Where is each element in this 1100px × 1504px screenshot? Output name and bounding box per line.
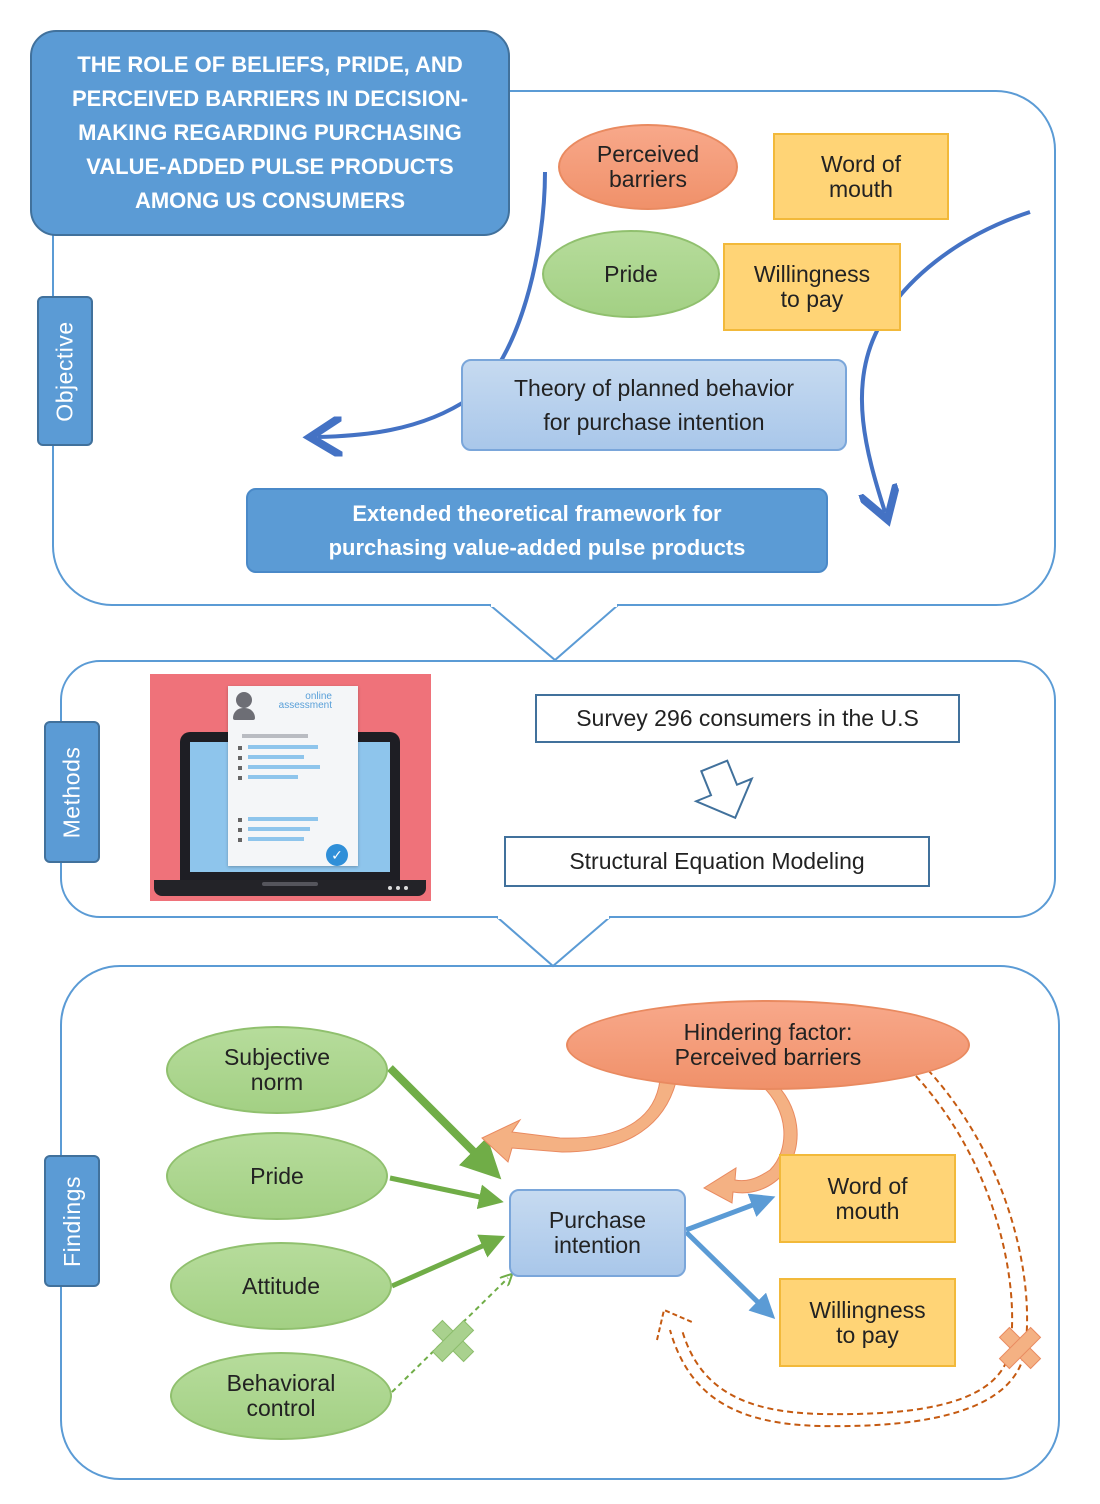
willingness-to-pay-box: Willingness to pay [723,243,901,331]
pride-label-findings: Pride [250,1162,304,1189]
dashed-feedback-inner [681,1075,1014,1416]
methods-tab: Methods [44,721,100,863]
green-x-icon [431,1319,475,1363]
extended-framework-box: Extended theoretical framework for purch… [246,488,828,573]
arrow-subjective-norm [387,1065,502,1180]
methods-tab-label: Methods [58,746,85,838]
document-icon: online assessment ✓ [228,686,358,866]
findings-tab-label: Findings [58,1175,85,1267]
extended-framework-label: Extended theoretical framework for purch… [328,500,746,560]
purchase-intention-box: Purchase intention [509,1189,686,1277]
behavioral-control-oval: Behavioral control [170,1352,392,1440]
willingness-to-pay-box-findings: Willingness to pay [779,1278,956,1367]
arrow-attitude [390,1234,506,1289]
purchase-intention-label: Purchase intention [548,1207,647,1258]
pride-oval: Pride [542,230,720,318]
findings-tab: Findings [44,1155,100,1287]
objective-tab: Objective [37,296,93,446]
title-text: THE ROLE OF BELIEFS, PRIDE, AND PERCEIVE… [71,52,469,213]
subjective-norm-label: Subjective norm [223,1044,331,1095]
title-banner: THE ROLE OF BELIEFS, PRIDE, AND PERCEIVE… [30,30,510,236]
behavioral-control-label: Behavioral control [226,1370,336,1421]
checkmark-icon: ✓ [326,844,348,866]
willingness-to-pay-label-findings: Willingness to pay [809,1296,926,1348]
perceived-barriers-label: Perceived barriers [596,141,700,192]
arrow-pride [389,1175,504,1210]
tpb-box: Theory of planned behavior for purchase … [461,359,847,451]
orange-arrow-left [481,1079,677,1163]
down-arrow-icon [693,759,754,820]
online-assessment-text: online assessment [278,691,332,711]
connector-methods-findings [496,916,611,968]
dashed-arrowhead [656,1308,693,1341]
perceived-barriers-oval: Perceived barriers [558,124,738,210]
attitude-label: Attitude [242,1272,320,1299]
willingness-to-pay-label: Willingness to pay [753,261,871,312]
subjective-norm-oval: Subjective norm [166,1026,388,1114]
objective-tab-label: Objective [51,320,78,422]
orange-x-icon [998,1326,1042,1370]
word-of-mouth-box-findings: Word of mouth [779,1154,956,1243]
attitude-oval: Attitude [170,1242,392,1330]
hindering-factor-oval: Hindering factor: Perceived barriers [566,1000,970,1090]
arrow-to-willingness [684,1230,776,1319]
word-of-mouth-label-findings: Word of mouth [827,1172,908,1224]
pride-oval-findings: Pride [166,1132,388,1220]
user-icon [236,692,252,708]
online-assessment-illustration: online assessment ✓ [150,674,431,901]
hindering-factor-label: Hindering factor: Perceived barriers [674,1019,862,1070]
survey-label: Survey 296 consumers in the U.S [576,705,919,731]
word-of-mouth-box: Word of mouth [773,133,949,220]
sem-label: Structural Equation Modeling [569,848,865,874]
sem-box: Structural Equation Modeling [504,836,930,887]
orange-arrow-right [703,1079,798,1204]
connector-objective-methods [489,604,619,662]
word-of-mouth-label: Word of mouth [820,150,902,202]
dashed-feedback-outer [669,1069,1029,1428]
tpb-label: Theory of planned behavior for purchase … [513,375,795,435]
curve-arrow-right [862,210,1031,512]
survey-box: Survey 296 consumers in the U.S [535,694,960,743]
pride-label: Pride [604,260,658,287]
arrow-to-word-of-mouth [685,1193,776,1233]
